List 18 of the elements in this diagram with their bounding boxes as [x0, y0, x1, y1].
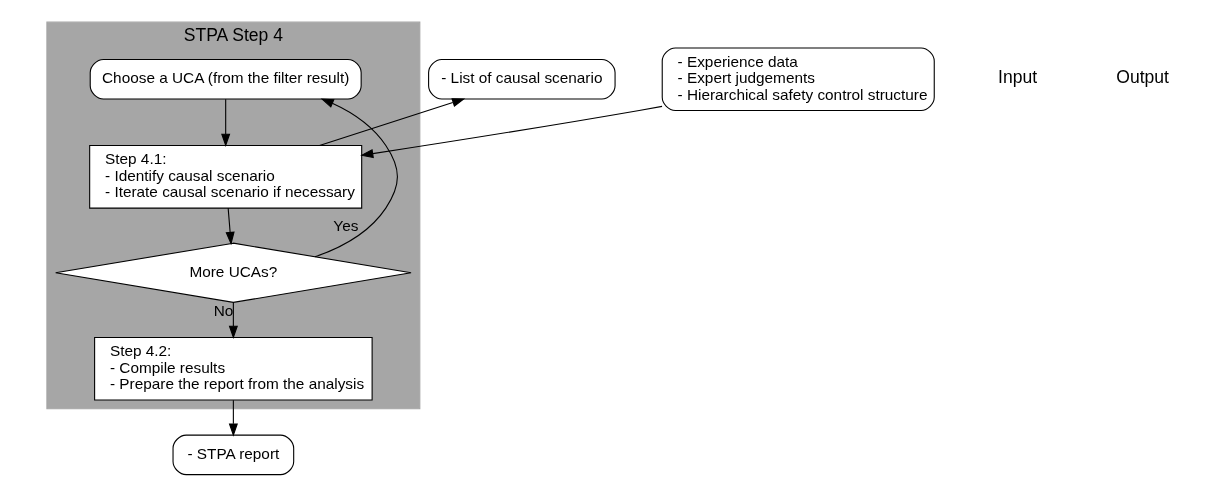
label: Input: [998, 66, 1038, 87]
node-box: - Experience data - Expert judgements - Hierarchical safety control structure: [661, 46, 935, 111]
arrow: [225, 207, 235, 245]
arrow: [319, 97, 466, 146]
edge-label: No: [213, 301, 234, 319]
node-box: - STPA report: [172, 434, 295, 475]
node-diamond: More UCAs?: [55, 242, 412, 303]
arrow: [221, 98, 231, 147]
node-box: Step 4.2: - Compile results - Prepare the report from the analysis: [94, 336, 373, 401]
label: Output: [1116, 66, 1169, 87]
arrow: [314, 97, 398, 257]
node-box: - List of causal scenario: [428, 58, 616, 99]
node-box: Choose a UCA (from the filter result): [89, 58, 362, 99]
arrow: [360, 105, 663, 158]
node-box: Step 4.1: - Identify causal scenario - Iterate causal scenario if necessary: [89, 144, 363, 209]
edge-label: Yes: [333, 216, 359, 234]
arrow: [228, 399, 238, 437]
arrow: [228, 301, 238, 339]
